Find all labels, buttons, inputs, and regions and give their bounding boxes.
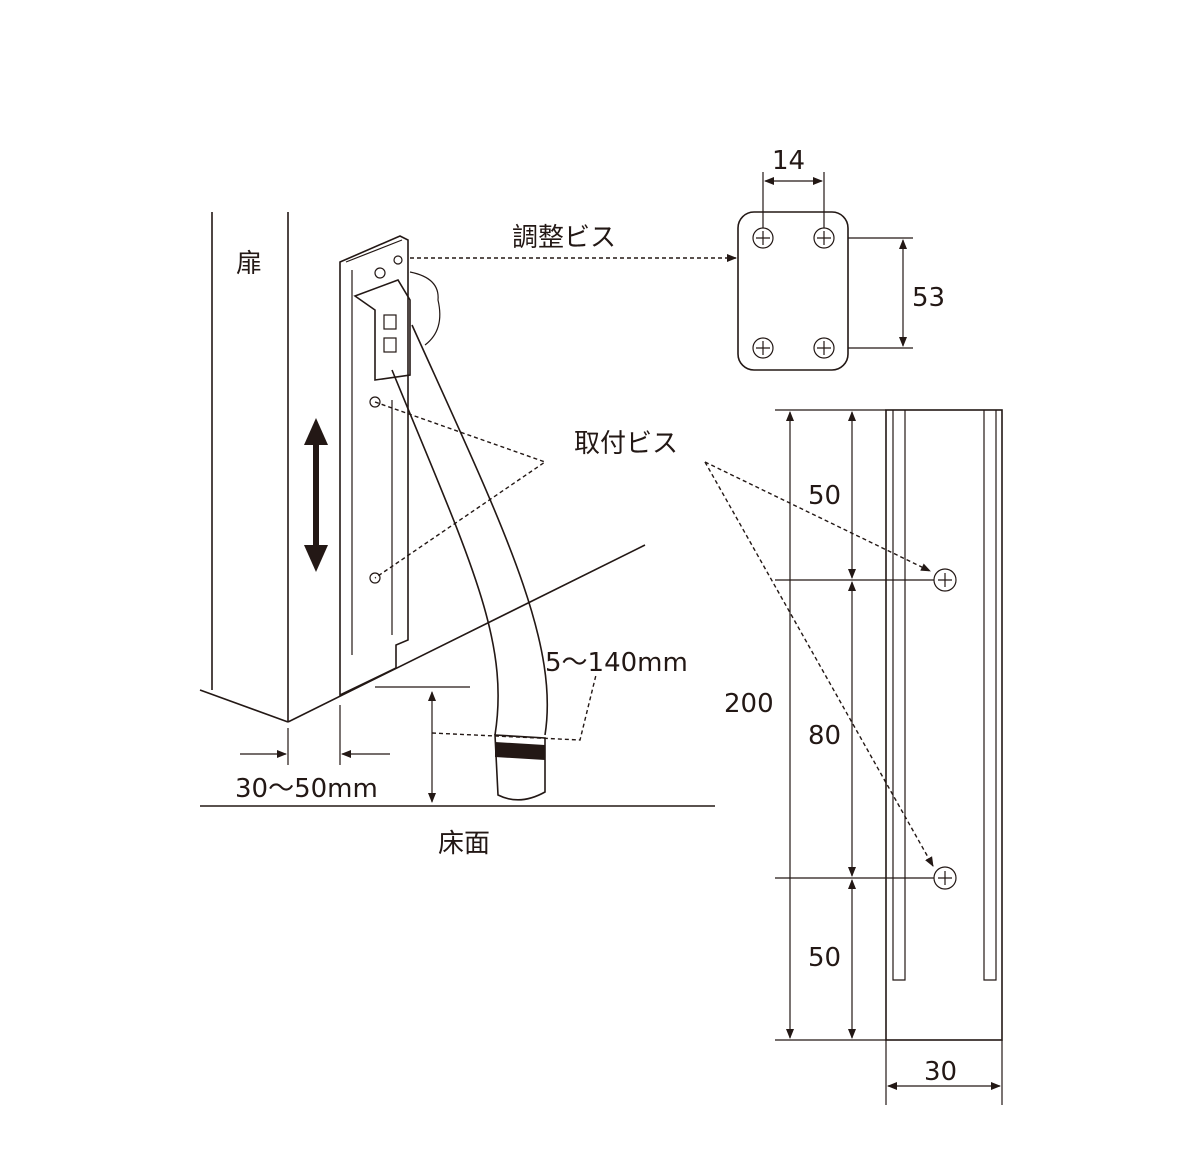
bracket-total-dim: 200	[724, 689, 774, 719]
bracket-width-dim: 30	[924, 1057, 957, 1087]
bracket-top-dim: 50	[808, 481, 841, 511]
base-plate	[737, 172, 913, 371]
floor-label: 床面	[438, 829, 490, 859]
plate-height-label: 53	[912, 283, 945, 313]
adjust-screw-icon	[393, 255, 403, 265]
stopper-arm	[391, 324, 549, 801]
mount-screw-label: 取付ビス	[574, 429, 678, 459]
adjust-screw-icon	[374, 267, 386, 279]
offset-range-label: 30～50mm	[235, 774, 378, 804]
mount-screw-icon	[369, 396, 381, 408]
vertical-adjust-arrow-icon	[304, 418, 328, 572]
mount-screw-icon	[369, 572, 381, 584]
bracket-bottom-dim: 50	[808, 943, 841, 973]
door-label: 扉	[236, 249, 262, 279]
bracket-middle-dim: 80	[808, 721, 841, 751]
plate-width-label: 14	[772, 146, 805, 176]
stopper-mount-plate	[339, 235, 441, 697]
adjust-screw-label: 調整ビス	[512, 223, 616, 253]
gap-range-label: 5～140mm	[545, 648, 688, 678]
door	[199, 212, 646, 723]
mount-bracket	[775, 409, 1003, 1105]
